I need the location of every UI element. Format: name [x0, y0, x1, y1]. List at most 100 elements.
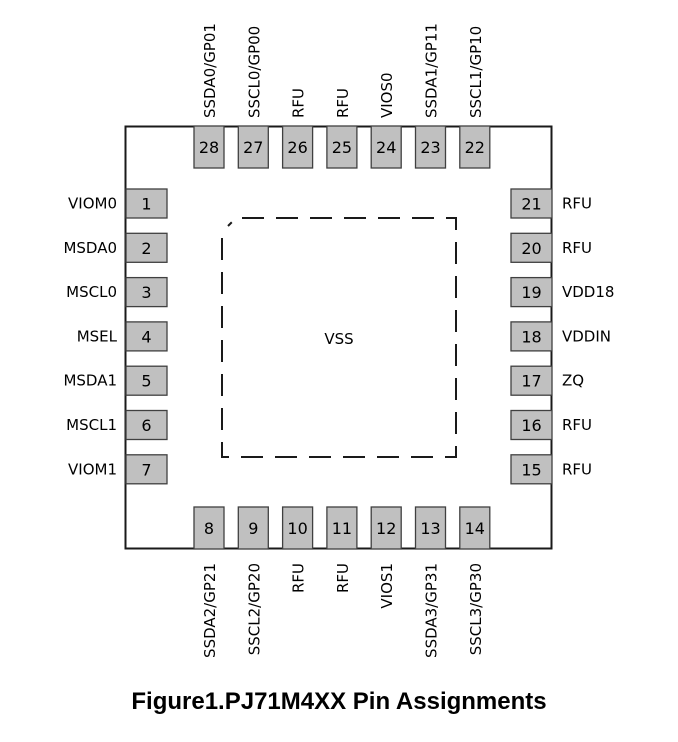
pin-2: 2 MSDA0	[63, 232, 168, 263]
pin-number: 24	[376, 138, 396, 157]
pin-name: MSDA0	[63, 239, 117, 257]
pin-28: 28 SSDA0/GP01	[193, 23, 225, 169]
pin-1: 1 VIOM0	[68, 188, 168, 219]
pin-number: 15	[521, 460, 541, 479]
pin-number: 4	[141, 327, 151, 346]
pin-pad	[370, 506, 402, 550]
pin-number: 17	[521, 372, 541, 391]
pin-name: RFU	[562, 416, 592, 434]
pin-number: 20	[521, 239, 541, 258]
pin-name: SSCL0/GP00	[245, 26, 263, 118]
pin-pad	[125, 409, 168, 441]
pin-name: RFU	[290, 563, 308, 593]
pin-pad	[414, 125, 447, 169]
pin-pad	[193, 125, 225, 169]
pin-number: 13	[420, 519, 440, 538]
pin-pad	[510, 188, 553, 219]
pin-pad	[193, 506, 225, 550]
pin-number: 8	[204, 519, 214, 538]
pin-18: 18 VDDIN	[510, 321, 611, 352]
pin-name: VIOM1	[68, 460, 117, 478]
pin-pad	[125, 321, 168, 352]
pin-pad	[281, 506, 314, 550]
pin-24: 24 VIOS0	[370, 72, 402, 169]
pin-name: MSCL0	[66, 283, 117, 301]
pin-number: 7	[141, 460, 151, 479]
pin-name: SSDA3/GP31	[423, 563, 441, 658]
pin-pad	[281, 125, 314, 169]
pin-name: SSDA2/GP21	[201, 563, 219, 658]
pin-number: 18	[521, 327, 541, 346]
pin-pad	[125, 232, 168, 263]
pin-number: 25	[332, 138, 352, 157]
pin-number: 27	[243, 138, 263, 157]
pin-number: 6	[141, 416, 151, 435]
pin-pad	[237, 125, 269, 169]
pin-pad	[237, 506, 269, 550]
pin-5: 5 MSDA1	[63, 365, 168, 396]
pin-pad	[125, 365, 168, 396]
pin-number: 11	[332, 519, 352, 538]
pin-pad	[459, 125, 491, 169]
pins-layer: 1VIOM02MSDA03MSCL04MSEL5MSDA16MSCL17VIOM…	[63, 23, 614, 658]
pin-name: ZQ	[562, 372, 584, 390]
pin-pad	[414, 506, 447, 550]
pin-name: RFU	[334, 563, 352, 593]
pin-pad	[125, 454, 168, 485]
pin-name: RFU	[562, 460, 592, 478]
pin-7: 7 VIOM1	[68, 454, 168, 485]
pin-pad	[125, 188, 168, 219]
pin-name: SSCL1/GP10	[467, 26, 485, 118]
pin-number: 23	[420, 138, 440, 157]
pin-number: 21	[521, 195, 541, 214]
pin-pad	[510, 276, 553, 308]
pin-name: MSDA1	[63, 372, 117, 390]
pin-number: 28	[199, 138, 219, 157]
exposed-pad-outline	[221, 217, 457, 458]
pin-number: 3	[141, 283, 151, 302]
pin-name: RFU	[334, 88, 352, 118]
pin-number: 12	[376, 519, 396, 538]
pin-name: VIOS0	[378, 72, 396, 118]
pin-number: 5	[141, 372, 151, 391]
pin-name: VDD18	[562, 283, 614, 301]
pin-3: 3 MSCL0	[66, 276, 168, 308]
pin-pad	[459, 506, 491, 550]
pin-name: SSCL2/GP20	[245, 563, 263, 655]
figure-caption: Figure1.PJ71M4XX Pin Assignments	[131, 688, 547, 715]
pin-name: VDDIN	[562, 327, 611, 345]
pin-name: SSDA0/GP01	[201, 23, 219, 118]
pin-number: 14	[465, 519, 485, 538]
pin-number: 2	[141, 239, 151, 258]
pin-number: 10	[287, 519, 307, 538]
pin-pad	[370, 125, 402, 169]
pin-17: 17 ZQ	[510, 365, 584, 396]
pin-number: 1	[141, 195, 151, 214]
pin-23: 23 SSDA1/GP11	[414, 23, 447, 169]
pin-pad	[510, 232, 553, 263]
pin-15: 15 RFU	[510, 454, 592, 485]
pin-name: SSCL3/GP30	[467, 563, 485, 655]
pin-name: VIOM0	[68, 195, 117, 213]
exposed-pad-label: VSS	[324, 330, 353, 348]
pin-pad	[510, 454, 553, 485]
pin-name: SSDA1/GP11	[423, 23, 441, 118]
pin-pad	[326, 506, 358, 550]
pin-name: VIOS1	[378, 563, 396, 609]
pin-name: RFU	[290, 88, 308, 118]
pin-number: 26	[287, 138, 307, 157]
package-outline	[124, 125, 553, 550]
